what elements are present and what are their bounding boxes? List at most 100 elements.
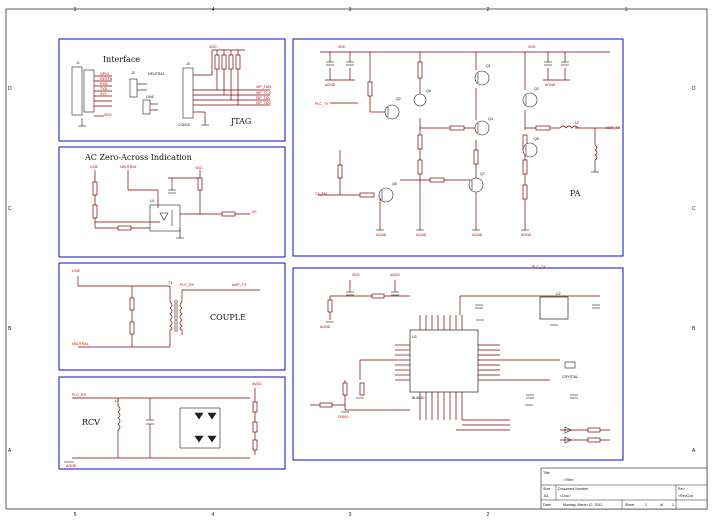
pa-title: PA <box>570 189 581 198</box>
u3-chip <box>409 329 479 393</box>
pa-q7: Q7 <box>480 172 485 176</box>
couple-line: LINE <box>72 269 81 273</box>
j3-line-label: LINE <box>146 95 155 99</box>
couple-frame <box>58 262 286 371</box>
pa-tx-en: TX_EN <box>315 192 327 196</box>
ac-line-label: LINE <box>90 165 99 169</box>
title-block[interactable]: Title <Title> Size A3 Document Number <D… <box>540 467 708 510</box>
zone-right-A: A <box>692 448 696 454</box>
pa-agnd-5: AGND <box>325 83 336 87</box>
zone-top-1: 1 <box>625 7 628 13</box>
j1-net-restn: RESTN <box>100 77 113 81</box>
zone-bottom-2: 2 <box>487 512 490 518</box>
size-value: A3 <box>544 494 548 498</box>
j1-net-rxd: RXD <box>100 82 108 86</box>
zone-top-2: 2 <box>487 7 490 13</box>
title-block-frame <box>540 467 708 510</box>
title-label: Title <box>543 471 550 475</box>
couple-block: COUPLE LINE NEUTRAL PLC_RX AMP_TX T1 <box>58 262 286 371</box>
pa-block: PA PLC_TX TX_EN AMP_TX VDD VDD <box>292 38 624 257</box>
u3-part: BL6810 <box>412 396 424 400</box>
interface-frame <box>58 38 286 142</box>
jtag-net-tdo: ISP_TDO <box>256 101 272 105</box>
pa-agnd-2: AGND <box>416 233 427 237</box>
j2-neutral-label: NEUTRAL <box>148 72 165 76</box>
zone-right-D: D <box>692 86 696 92</box>
zone-left-D: D <box>8 86 12 92</box>
of-value: 1 <box>672 503 674 507</box>
couple-neutral: NEUTRAL <box>72 342 89 346</box>
pa-q2: Q2 <box>396 97 401 101</box>
pa-l2: L2 <box>575 121 579 125</box>
mcu-dgnd: DGND <box>338 415 349 419</box>
zone-right-B: B <box>692 326 696 332</box>
zone-top-4: 4 <box>212 7 215 13</box>
j4-part: CON10 <box>178 123 190 127</box>
mcu-agnd: AGND <box>320 325 331 329</box>
rcv-frame <box>58 376 286 470</box>
pa-agnd-3: AGND <box>472 233 483 237</box>
couple-t1: T1 <box>168 281 172 285</box>
pa-agnd-1: AGND <box>376 233 387 237</box>
ac-vdd: VDD <box>195 166 203 170</box>
pa-plc-tx: PLC_TX <box>315 102 329 106</box>
crystal-label: CRYSTAL <box>562 375 578 379</box>
date-value: Monday, March 12, 2012 <box>563 503 603 507</box>
couple-plc-rx: PLC_RX <box>180 283 195 287</box>
sheet-border <box>5 8 708 510</box>
u1-optocoupler <box>149 204 181 232</box>
jtag-net-tms: ISP_TMS <box>256 85 272 89</box>
pa-q1: Q1 <box>486 64 491 68</box>
j4-connector <box>182 67 194 119</box>
title-value: <Title> <box>563 478 574 482</box>
pa-q4: Q4 <box>488 117 493 121</box>
sheet-label: Sheet <box>625 503 634 507</box>
u2-regulator <box>539 296 569 320</box>
pa-agnd-4: AGND <box>521 233 532 237</box>
pa-q8: Q8 <box>426 89 431 93</box>
j1-net-vdd: VDD <box>104 113 112 117</box>
j2-label: J2 <box>131 71 135 75</box>
ac-zero-block: AC Zero-Across Indication LINE NEUTRAL U… <box>58 146 286 258</box>
interface-block: Interface JTAG J1 GPIO RESTN RXD TXD 3V3… <box>58 38 286 142</box>
j3-connector <box>142 99 151 115</box>
ac-zero-title: AC Zero-Across Indication <box>84 153 192 162</box>
zone-bottom-3: 3 <box>349 512 352 518</box>
j4-label: J4 <box>186 62 190 66</box>
of-label: of <box>660 503 663 507</box>
zone-left-A: A <box>8 448 12 454</box>
jtag-net-tck: ISP_TCK <box>256 91 272 95</box>
j1-label: J1 <box>76 61 80 65</box>
pa-q6: Q6 <box>392 182 397 186</box>
u2-label: U2 <box>556 292 561 296</box>
pa-transistors <box>378 70 538 203</box>
rcv-title: RCV <box>82 418 100 427</box>
couple-amp-tx: AMP_TX <box>232 283 247 287</box>
pa-agnd-6: AGND <box>545 83 556 87</box>
rcv-l1: L1 <box>115 399 119 403</box>
pa-q3: Q3 <box>534 87 539 91</box>
mcu-frame <box>292 267 624 461</box>
rcv-agnd: AGND <box>66 464 77 468</box>
j2-connector <box>129 78 138 98</box>
mcu-plc-tx: PLC_TX <box>532 265 546 269</box>
u1-label: U1 <box>150 199 155 203</box>
sheet-value: 1 <box>645 503 647 507</box>
mcu-block: VDD AVDD PLC_TX U3 BL6810 <box>292 265 624 461</box>
date-label: Date: <box>543 503 552 507</box>
mcu-vdd: VDD <box>352 273 360 277</box>
pa-frame <box>292 38 624 257</box>
rcv-block: RCV PLC_RX AVDD L1 AGND <box>58 376 286 470</box>
docnum-value: <Doc> <box>560 494 571 498</box>
interface-title: Interface <box>103 55 140 64</box>
zone-left-B: B <box>8 326 12 332</box>
zone-top-3: 3 <box>349 7 352 13</box>
couple-title: COUPLE <box>210 313 246 322</box>
j1-net-gpio: GPIO <box>100 72 109 76</box>
pa-q5: Q5 <box>534 137 539 141</box>
rcv-plc-rx: PLC_RX <box>72 393 87 397</box>
j1-net-3v3: 3V3 <box>100 92 106 96</box>
zone-top-5: 5 <box>74 7 77 13</box>
ac-zx-net: ZX <box>252 210 257 214</box>
